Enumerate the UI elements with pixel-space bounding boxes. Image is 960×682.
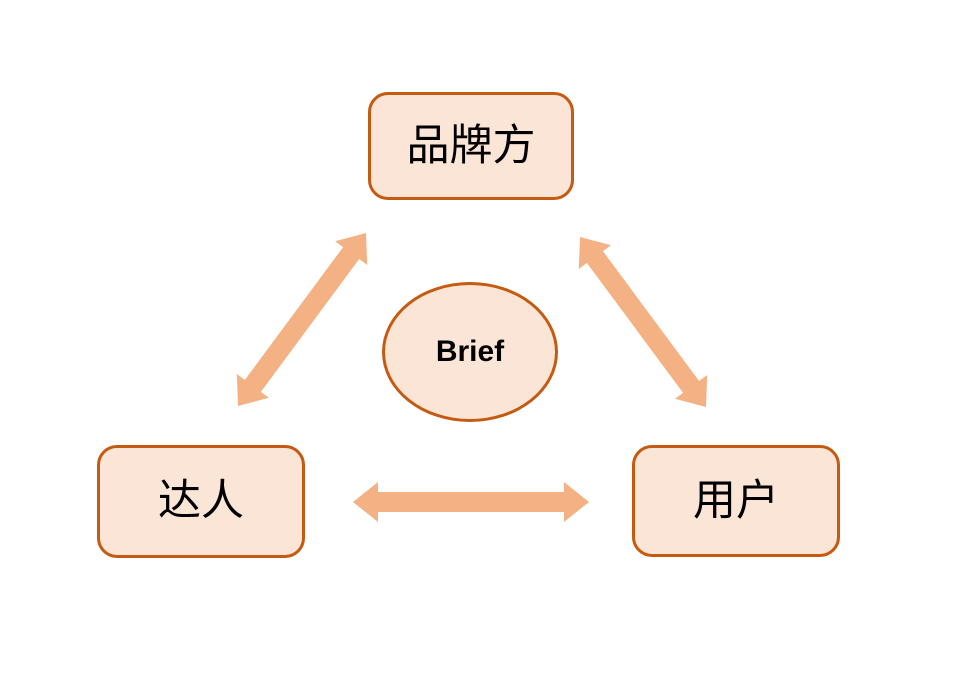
node-brand: 品牌方: [368, 92, 574, 200]
node-user: 用户: [632, 445, 840, 557]
double-arrow-brand-user: [578, 237, 708, 407]
double-arrow-influencer-user: [353, 482, 589, 522]
node-brief-label: Brief: [435, 335, 505, 368]
node-influencer: 达人: [97, 445, 305, 558]
double-arrow-brand-influencer: [236, 233, 368, 406]
node-user-label: 用户: [693, 476, 779, 525]
node-brand-label: 品牌方: [406, 121, 536, 170]
node-influencer-label: 达人: [158, 477, 244, 525]
node-brief-ellipse: Brief: [382, 282, 558, 422]
